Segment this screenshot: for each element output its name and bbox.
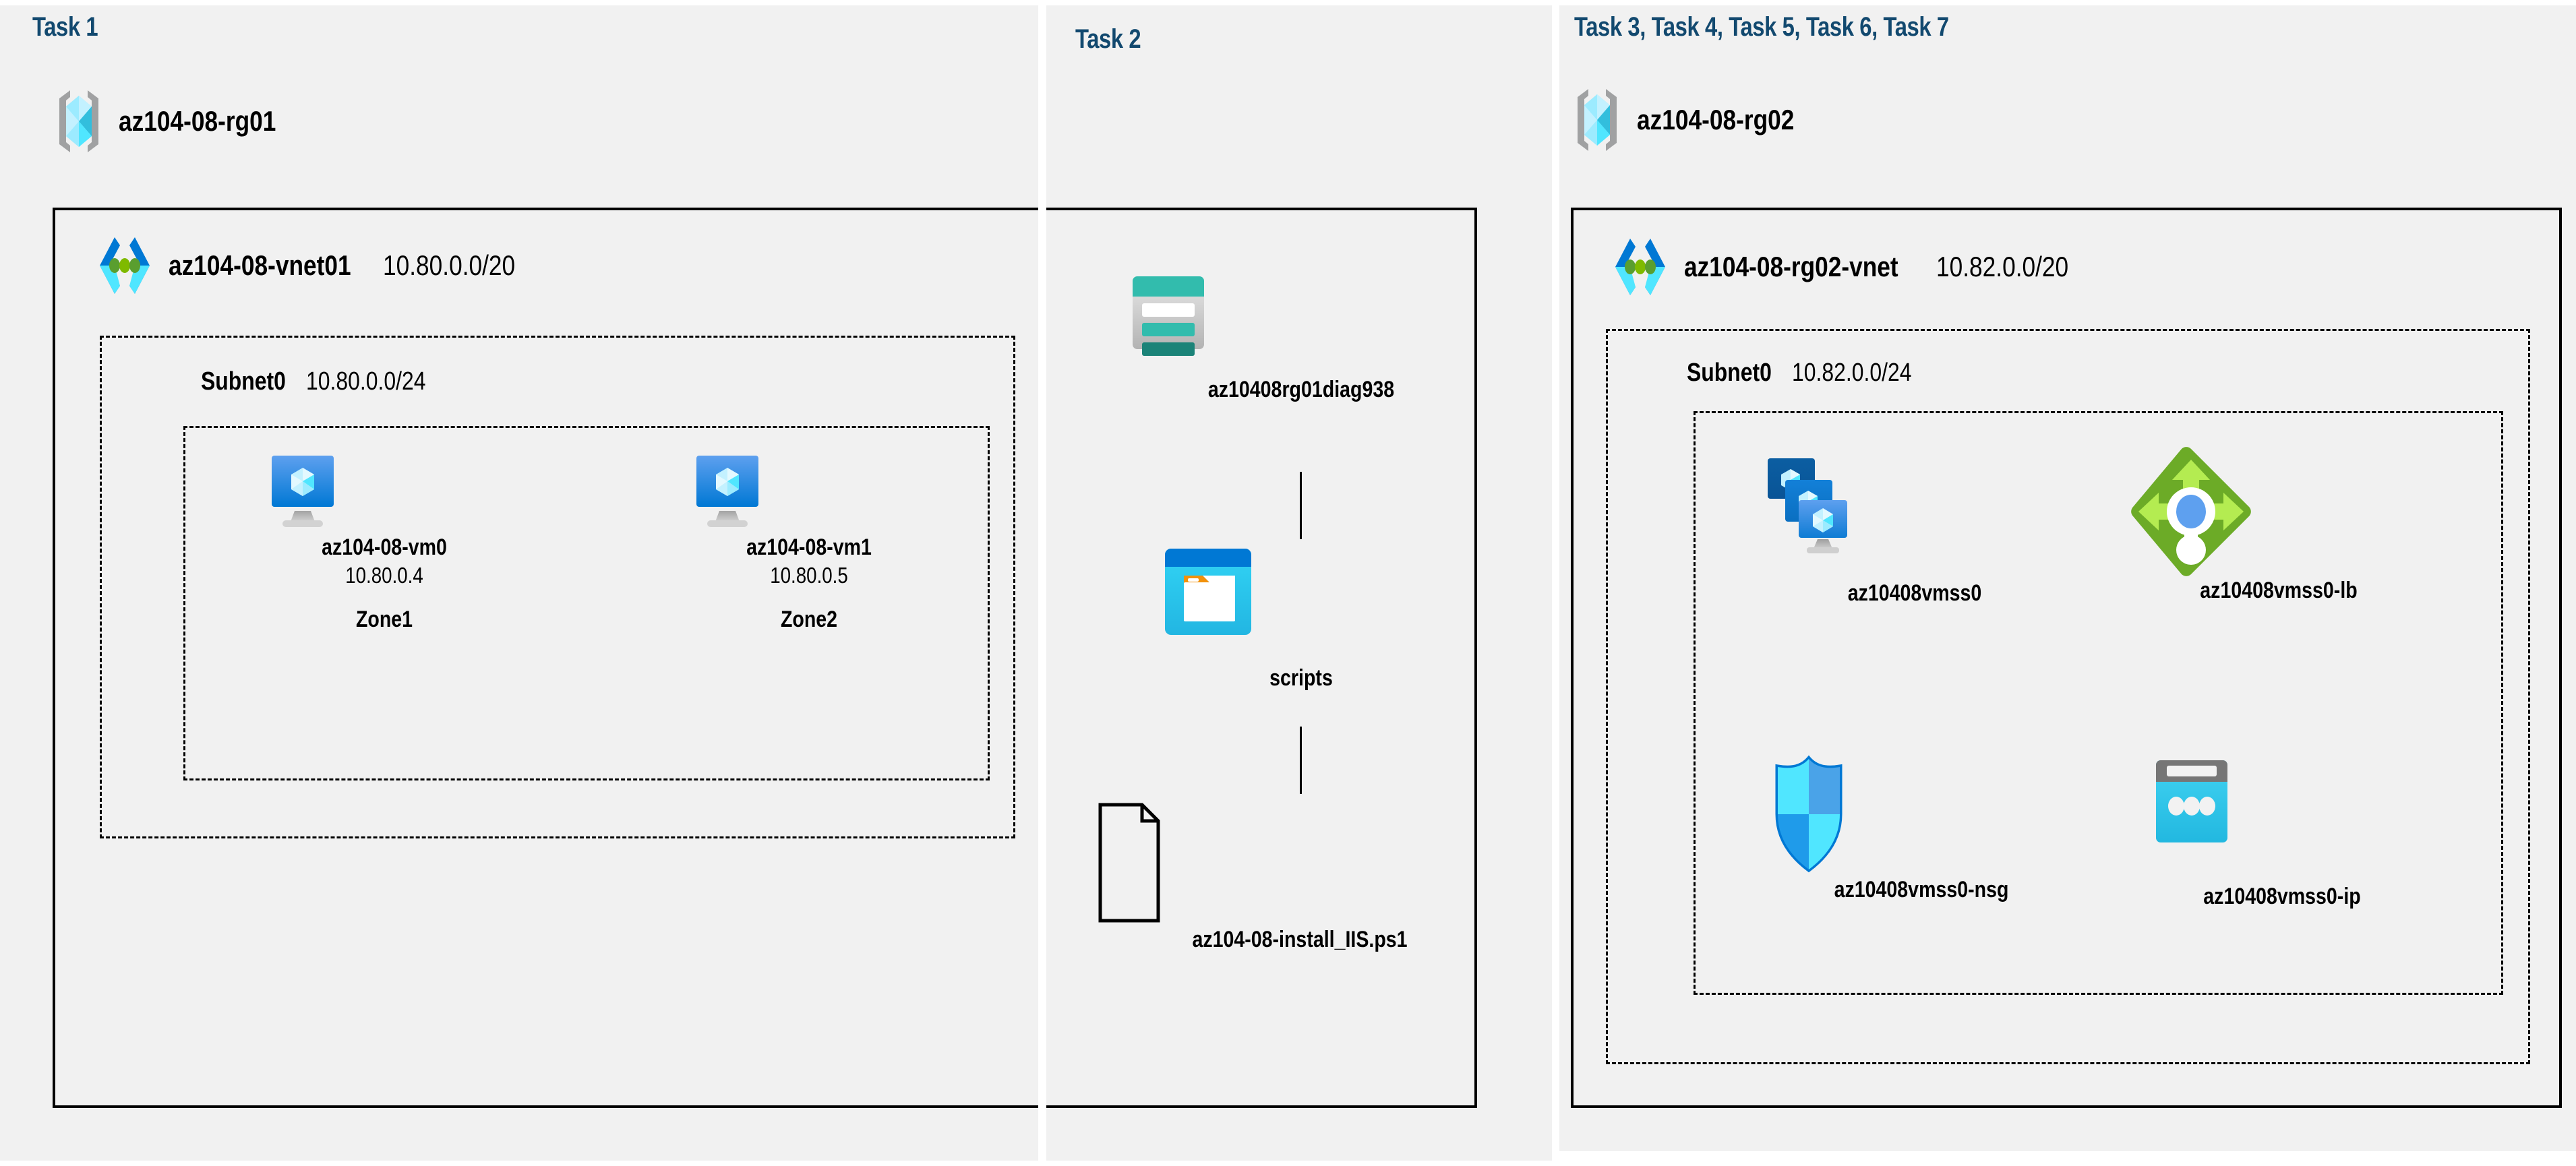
load-balancer-icon xyxy=(2124,445,2434,577)
connector-storage-to-container xyxy=(1300,472,1302,539)
task2-column-panel xyxy=(1046,5,1552,1161)
rg02-vnet-name: az104-08-rg02-vnet xyxy=(1684,251,1898,282)
resource-group-icon xyxy=(1571,86,1623,154)
file-document-icon xyxy=(1077,801,1522,926)
rg02-vnet-boundary-box xyxy=(1571,208,2562,1108)
vnet01-cidr: 10.80.0.0/20 xyxy=(383,249,516,281)
script-file-name: az104-08-install_IIS.ps1 xyxy=(1192,927,1408,952)
virtual-machine-icon xyxy=(688,453,930,534)
load-balancer-name: az10408vmss0-lb xyxy=(2200,578,2358,603)
resource-group-1-header: az104-08-rg01 xyxy=(53,88,306,155)
blob-container-node[interactable]: scripts xyxy=(1146,545,1456,692)
vm0-ip: 10.80.0.4 xyxy=(345,562,423,588)
subnet0-cidr-right: 10.82.0.0/24 xyxy=(1791,359,1912,387)
task1-column-panel xyxy=(0,5,1038,1161)
resource-group-2-header: az104-08-rg02 xyxy=(1571,86,1824,154)
public-ip-address-icon xyxy=(2130,755,2434,883)
virtual-machine-icon xyxy=(263,453,506,534)
vm1-zone: Zone2 xyxy=(780,607,838,633)
column-gap-1 xyxy=(1038,0,1046,1166)
public-ip-name: az10408vmss0-ip xyxy=(2203,884,2361,909)
script-file-node[interactable]: az104-08-install_IIS.ps1 xyxy=(1077,801,1522,954)
vm-scale-set-icon xyxy=(1766,452,2063,580)
vm0-name: az104-08-vm0 xyxy=(322,534,447,560)
resource-group-2-name: az104-08-rg02 xyxy=(1637,104,1795,135)
rg02-vnet-header: az104-08-rg02-vnet 10.82.0.0/20 xyxy=(1610,236,2094,298)
subnet0-cidr-left: 10.80.0.0/24 xyxy=(305,367,426,396)
blob-container-icon xyxy=(1146,545,1456,665)
virtual-network-icon xyxy=(94,235,155,297)
storage-account-node[interactable]: az10408rg01diag938 xyxy=(1106,262,1497,404)
vm1-node[interactable]: az104-08-vm1 10.80.0.5 Zone2 xyxy=(688,453,930,633)
vmss-node[interactable]: az10408vmss0 xyxy=(1766,452,2063,607)
nsg-name: az10408vmss0-nsg xyxy=(1834,877,2009,902)
vm0-node[interactable]: az104-08-vm0 10.80.0.4 Zone1 xyxy=(263,453,506,633)
subnet0-name-left: Subnet0 xyxy=(201,367,286,396)
vnet01-header: az104-08-vnet01 10.80.0.0/20 xyxy=(94,235,541,297)
public-ip-node[interactable]: az10408vmss0-ip xyxy=(2130,755,2434,911)
vm1-ip: 10.80.0.5 xyxy=(770,562,848,588)
vm1-name: az104-08-vm1 xyxy=(746,534,872,560)
task2-label: Task 2 xyxy=(1075,24,1141,54)
resource-group-icon xyxy=(53,88,105,155)
vmss-name: az10408vmss0 xyxy=(1847,580,1982,606)
task1-label: Task 1 xyxy=(32,12,98,42)
vm-group-boundary-box xyxy=(183,426,990,780)
virtual-network-icon xyxy=(1610,236,1671,298)
task3-column-panel xyxy=(1559,5,2576,1151)
subnet0-boundary-box-left xyxy=(100,336,1015,838)
subnet0-boundary-box-right xyxy=(1606,329,2530,1064)
network-security-group-icon xyxy=(1753,755,2090,876)
rg02-vnet-cidr: 10.82.0.0/20 xyxy=(1936,251,2069,282)
task3-7-label: Task 3, Task 4, Task 5, Task 6, Task 7 xyxy=(1574,12,1949,42)
connector-container-to-file xyxy=(1300,727,1302,794)
subnet0-header-right: Subnet0 10.82.0.0/24 xyxy=(1687,359,1934,388)
subnet0-name-right: Subnet0 xyxy=(1687,359,1772,387)
vnet01-name: az104-08-vnet01 xyxy=(169,249,351,281)
resource-group-1-name: az104-08-rg01 xyxy=(119,105,276,137)
storage-account-icon xyxy=(1106,262,1497,376)
subnet0-header-left: Subnet0 10.80.0.0/24 xyxy=(201,367,448,396)
nsg-node[interactable]: az10408vmss0-nsg xyxy=(1753,755,2090,904)
blob-container-name: scripts xyxy=(1269,665,1333,691)
storage-account-name: az10408rg01diag938 xyxy=(1207,377,1395,402)
vnet01-boundary-box xyxy=(53,208,1477,1108)
load-balancer-node[interactable]: az10408vmss0-lb xyxy=(2124,445,2434,605)
vm0-zone: Zone1 xyxy=(355,607,413,633)
column-gap-2 xyxy=(1552,0,1559,1166)
vmss-group-boundary-box xyxy=(1694,411,2503,995)
